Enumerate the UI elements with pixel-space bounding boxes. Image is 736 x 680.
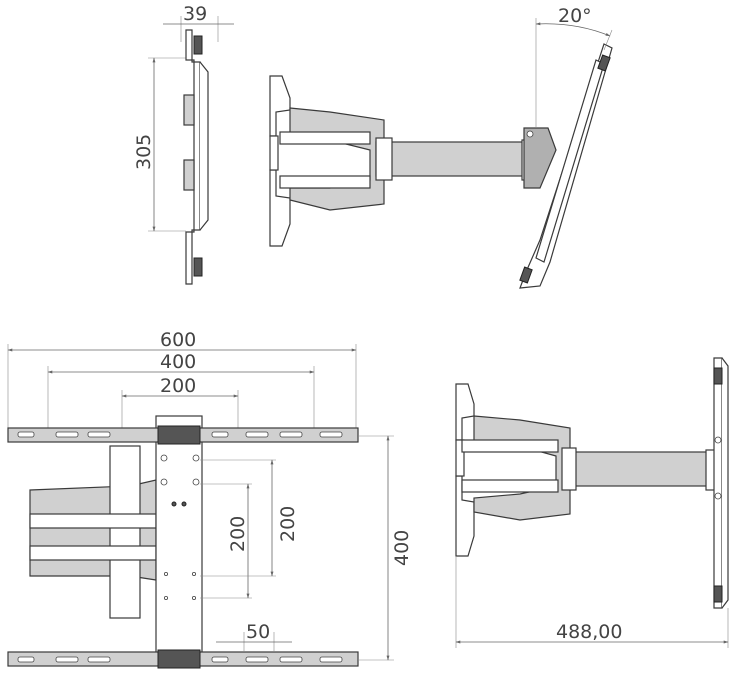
tilt-angle-label: 20° — [558, 5, 592, 27]
side-profile-view: 39 305 — [133, 3, 234, 285]
rail-slots — [17, 431, 343, 663]
height-dimension-label: 305 — [133, 134, 155, 170]
extended-upper-arm — [473, 415, 571, 521]
depth-dimension-label: 39 — [183, 3, 207, 25]
vertical-plate — [155, 415, 203, 665]
front-view: 600 400 200 — [7, 329, 413, 669]
width-600-label: 600 — [160, 329, 196, 351]
wall-plate-bottom — [269, 169, 291, 247]
upper-arm — [289, 107, 385, 211]
plate-200-label-a: 200 — [227, 516, 249, 552]
extended-side-view: 488,00 — [455, 357, 729, 648]
tilt-side-view: 20° — [269, 5, 613, 289]
wall-plate-top — [269, 75, 291, 137]
slot-50-label: 50 — [246, 621, 270, 643]
extended-lower-arm — [565, 451, 713, 487]
plate-200-label-b: 200 — [277, 506, 299, 542]
width-400-label: 400 — [160, 351, 196, 373]
side-rail — [185, 29, 201, 285]
width-200-label: 200 — [160, 375, 196, 397]
mounting-holes — [160, 454, 200, 601]
extended-rail — [713, 357, 723, 609]
lower-arm — [375, 141, 527, 177]
extension-dimension-label: 488,00 — [556, 621, 622, 643]
height-400-label: 400 — [391, 530, 413, 566]
